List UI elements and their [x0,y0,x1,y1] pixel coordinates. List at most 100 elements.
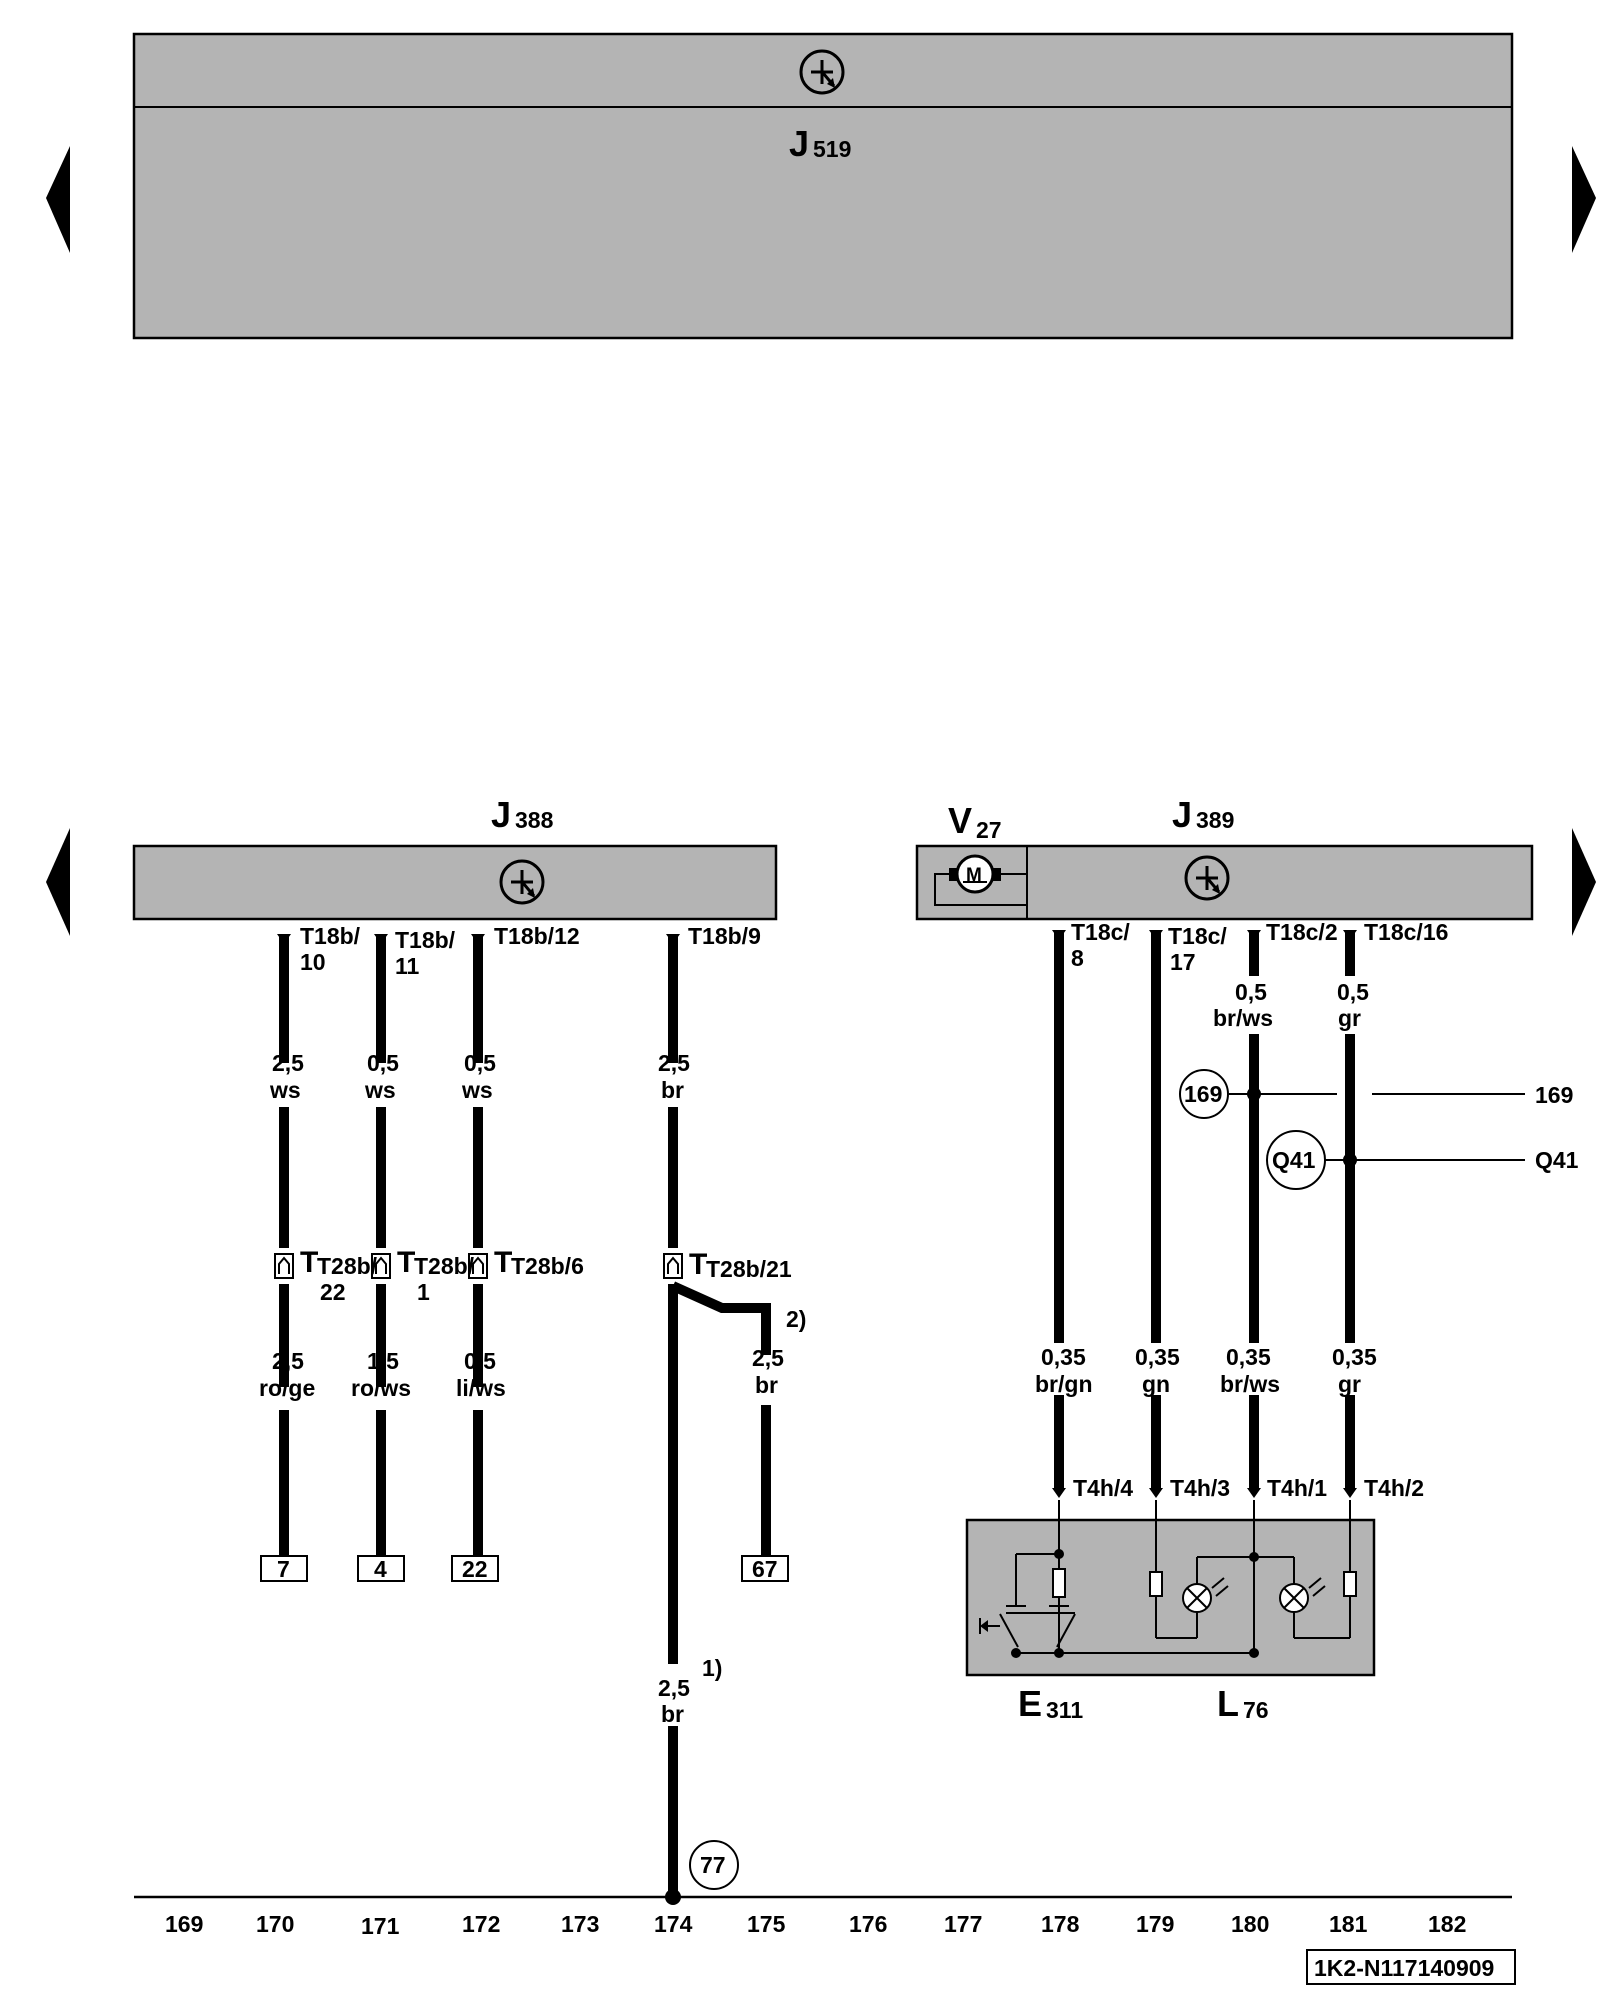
track-number: 180 [1231,1911,1269,1937]
svg-text:4: 4 [374,1556,387,1582]
lamp-icon [1249,1500,1357,1658]
prev-page-arrow-bottom[interactable] [46,828,70,936]
svg-text:T4h/4: T4h/4 [1073,1475,1133,1501]
svg-text:311: 311 [1046,1697,1083,1723]
v27-label: V [948,800,972,841]
svg-text:T4h/2: T4h/2 [1364,1475,1424,1501]
svg-text:389: 389 [1196,807,1234,833]
svg-text:ws: ws [461,1077,493,1103]
target-box-4[interactable] [357,1555,405,1582]
wire-t18c-2[interactable] [1247,930,1261,1498]
track-number: 170 [256,1911,294,1937]
svg-text:T18b/: T18b/ [395,927,456,953]
switch-icon [979,1500,1254,1658]
wire-t18b-9[interactable] [665,934,771,1905]
ref-circle-q41[interactable] [1266,1130,1326,1190]
svg-text:0,5: 0,5 [464,1348,496,1374]
svg-text:br/ws: br/ws [1220,1371,1280,1397]
svg-text:ro/ws: ro/ws [351,1375,411,1401]
svg-text:T18c/: T18c/ [1168,923,1227,949]
track-number: 172 [462,1911,500,1937]
ground-point-77[interactable] [689,1840,739,1890]
svg-text:T: T [689,1248,707,1281]
svg-text:li/ws: li/ws [456,1375,506,1401]
j388-unit [132,844,778,921]
svg-text:T18b/9: T18b/9 [688,923,761,949]
wire-t18b-11[interactable] [374,934,388,1556]
document-id-box [1306,1949,1516,1985]
track-number: 181 [1329,1911,1368,1937]
j519-label: J [789,123,809,164]
track-number: 169 [165,1911,203,1937]
svg-text:br: br [661,1077,684,1103]
svg-text:169: 169 [1535,1082,1573,1108]
l76-label: L [1217,1683,1239,1724]
svg-text:2,5: 2,5 [658,1050,690,1076]
wire-t18c-17[interactable] [1149,930,1163,1498]
t28b-connector [663,1253,683,1279]
wire-t18b-12[interactable] [471,934,485,1556]
svg-text:2): 2) [786,1306,806,1332]
svg-text:br: br [755,1372,778,1398]
t28b-connector [274,1253,294,1279]
svg-text:ws: ws [269,1077,301,1103]
svg-text:0,35: 0,35 [1135,1344,1180,1370]
svg-text:T28b/6: T28b/6 [511,1253,584,1279]
j388-label: J [491,794,511,835]
svg-text:T28b/: T28b/ [317,1253,378,1279]
svg-text:gn: gn [1142,1371,1170,1397]
target-box-22[interactable] [451,1555,499,1582]
svg-text:2,5: 2,5 [272,1348,304,1374]
svg-text:T: T [494,1246,512,1279]
svg-text:10: 10 [300,949,326,975]
next-page-arrow-top[interactable] [1572,146,1596,253]
j519-unit [132,32,1514,340]
svg-text:2,5: 2,5 [272,1050,304,1076]
svg-text:22: 22 [320,1279,346,1305]
j389-unit [915,844,1534,921]
track-number: 179 [1136,1911,1174,1937]
j389-label: J [1172,794,1192,835]
e311-label: E [1018,1683,1042,1724]
svg-text:T4h/3: T4h/3 [1170,1475,1230,1501]
svg-text:T: T [300,1246,318,1279]
track-number: 182 [1428,1911,1466,1937]
track-number: 176 [849,1911,887,1937]
svg-text:gr: gr [1338,1371,1361,1397]
svg-text:1: 1 [417,1279,430,1305]
svg-text:169: 169 [1184,1081,1222,1107]
e311-l76-unit [965,1518,1376,1677]
wire-t18c-16[interactable] [1343,930,1357,1498]
svg-text:27: 27 [976,817,1002,843]
svg-text:Q41: Q41 [1272,1147,1316,1173]
svg-text:0,5: 0,5 [464,1050,496,1076]
svg-text:1,5: 1,5 [367,1348,399,1374]
target-box-7[interactable] [260,1555,308,1582]
document-id: 1K2-N117140909 [1314,1955,1494,1981]
next-page-arrow-bottom[interactable] [1572,828,1596,936]
track-number: 173 [561,1911,599,1937]
svg-text:Q41: Q41 [1535,1147,1579,1173]
prev-page-arrow-top[interactable] [46,146,70,253]
svg-text:7: 7 [277,1556,290,1582]
track-number: 171 [361,1913,400,1939]
wire-t18c-8[interactable] [1052,930,1066,1498]
svg-text:76: 76 [1243,1697,1269,1723]
track-number: 175 [747,1911,786,1937]
svg-text:1): 1) [702,1655,722,1681]
track-number: 178 [1041,1911,1080,1937]
svg-text:11: 11 [395,953,420,979]
wire-t18b-10[interactable] [277,934,291,1556]
svg-text:17: 17 [1170,949,1196,975]
svg-text:0,5: 0,5 [1337,979,1369,1005]
svg-text:67: 67 [752,1556,778,1582]
svg-text:ws: ws [364,1077,396,1103]
svg-text:T28b/: T28b/ [414,1253,475,1279]
target-box-67[interactable] [741,1555,789,1582]
svg-text:0,35: 0,35 [1226,1344,1271,1370]
svg-text:br: br [661,1701,684,1727]
ref-circle-169[interactable] [1179,1069,1229,1119]
svg-text:0,35: 0,35 [1041,1344,1086,1370]
svg-text:388: 388 [515,807,554,833]
